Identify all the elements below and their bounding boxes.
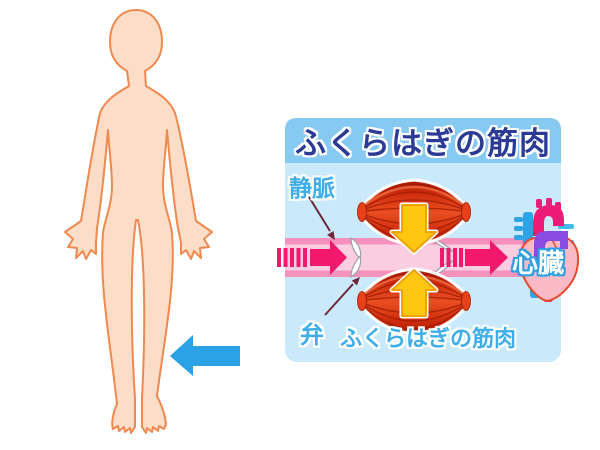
diagram-panel xyxy=(277,118,580,362)
valve-pointer-arrow xyxy=(324,277,360,316)
blood-flow-arrow-left-icon xyxy=(277,240,347,275)
valve-label: 弁 xyxy=(300,322,324,349)
squeeze-arrow-down-icon xyxy=(389,202,439,255)
body-silhouette xyxy=(64,9,213,434)
panel-header-band xyxy=(285,118,561,163)
calf-muscle-label: ふくらはぎの筋肉 xyxy=(339,326,516,351)
panel-title: ふくらはぎの筋肉 xyxy=(295,126,551,161)
squeeze-arrow-up-icon xyxy=(389,267,439,319)
blood-flow-arrow-right-icon xyxy=(440,240,508,275)
heart-label: 心臓 xyxy=(512,248,565,278)
heart-icon xyxy=(514,198,580,302)
vein-pointer-arrow xyxy=(308,196,335,240)
calf-pointer-arrow-icon xyxy=(170,335,240,376)
vein-label: 静脈 xyxy=(289,175,335,201)
valve-left xyxy=(350,236,362,279)
